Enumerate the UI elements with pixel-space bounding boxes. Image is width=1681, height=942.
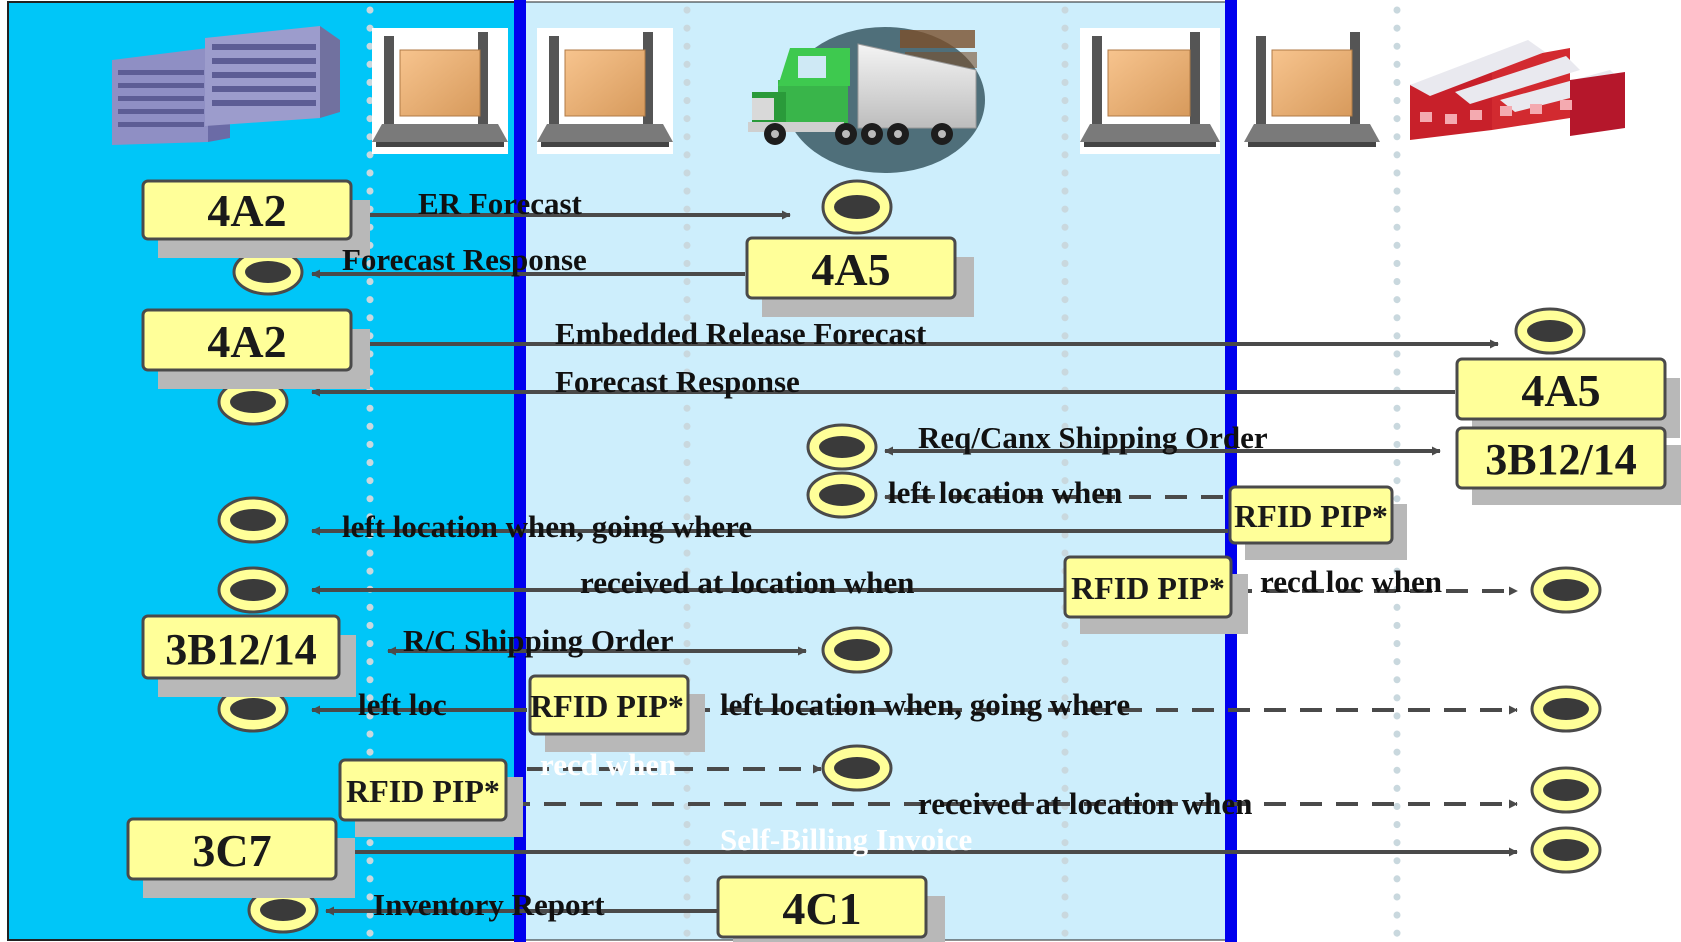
- pip-box-3b12-right: 3B12/14: [1455, 426, 1681, 505]
- pip-label: RFID PIP*: [1234, 498, 1388, 534]
- pallet-scanner-icon: [372, 28, 508, 154]
- pip-label: 3B12/14: [165, 625, 317, 674]
- endpoints: [217, 179, 1602, 934]
- pallet-scanner-icon: [1244, 28, 1380, 154]
- label-recd-when: recd when: [540, 747, 676, 782]
- endpoint-oval: [806, 471, 878, 519]
- label-left-location-when: left location when: [888, 475, 1122, 510]
- message-arrows: [311, 210, 1518, 916]
- endpoint-oval: [217, 496, 289, 544]
- endpoint-oval: [806, 423, 878, 471]
- label-received-at-location-2: received at location when: [918, 786, 1252, 821]
- endpoint-oval: [821, 179, 893, 235]
- label-inventory-report: Inventory Report: [373, 887, 605, 922]
- label-received-at-location-1: received at location when: [580, 565, 914, 600]
- pip-label: 4C1: [782, 883, 861, 934]
- truck-icon: [748, 27, 985, 173]
- factory-icon: [1410, 40, 1625, 140]
- endpoint-oval: [217, 566, 289, 614]
- pip-label: 4A2: [207, 185, 286, 236]
- pip-box-4a2-top: 4A2: [141, 179, 370, 258]
- label-self-billing-invoice: Self-Billing Invoice: [720, 822, 972, 857]
- label-left-location-going-where-1: left location when, going where: [342, 509, 752, 544]
- label-forecast-response-2: Forecast Response: [555, 364, 800, 399]
- label-rc-shipping-order: R/C Shipping Order: [403, 623, 674, 658]
- endpoint-oval: [217, 685, 289, 733]
- pip-label: 4A5: [811, 244, 890, 295]
- pip-box-rfid-left: RFID PIP*: [338, 758, 523, 837]
- pip-box-3c7: 3C7: [126, 817, 355, 898]
- pallet-scanner-icon: [1080, 28, 1220, 154]
- pip-box-4c1: 4C1: [716, 875, 945, 942]
- endpoint-oval: [1530, 566, 1602, 614]
- label-req-canx-shipping-order: Req/Canx Shipping Order: [918, 420, 1268, 455]
- pip-box-4a2-mid: 4A2: [141, 308, 370, 389]
- pip-box-rfid-mid-left: RFID PIP*: [528, 674, 705, 752]
- endpoint-oval: [821, 744, 893, 792]
- pip-box-4a5-top: 4A5: [745, 236, 974, 317]
- pip-label: RFID PIP*: [346, 773, 500, 809]
- office-buildings-icon: [112, 26, 340, 145]
- pip-label: 3C7: [192, 825, 271, 876]
- pip-box-3b12-left: 3B12/14: [141, 614, 356, 697]
- endpoint-oval: [1514, 307, 1586, 355]
- label-recd-loc-when: recd loc when: [1260, 564, 1442, 599]
- pip-label: 4A2: [207, 316, 286, 367]
- partition-line-right: [1225, 0, 1237, 942]
- label-left-loc: left loc: [358, 687, 447, 722]
- pip-label: RFID PIP*: [530, 688, 684, 724]
- pip-box-4a5-right: 4A5: [1455, 357, 1680, 438]
- endpoint-oval: [821, 626, 893, 674]
- label-er-forecast: ER Forecast: [418, 186, 583, 221]
- endpoint-oval: [232, 248, 304, 296]
- label-embedded-release-forecast: Embedded Release Forecast: [555, 316, 927, 351]
- pip-label: RFID PIP*: [1071, 570, 1225, 606]
- endpoint-oval: [247, 886, 319, 934]
- pip-box-rfid-center: RFID PIP*: [1063, 555, 1248, 634]
- endpoint-oval: [1530, 685, 1602, 733]
- pip-label: 4A5: [1521, 365, 1600, 416]
- endpoint-oval: [1530, 766, 1602, 814]
- label-left-location-going-where-2: left location when, going where: [720, 687, 1130, 722]
- endpoint-oval: [1530, 826, 1602, 874]
- pip-label: 3B12/14: [1485, 435, 1637, 484]
- message-labels: ER Forecast Forecast Response Embedded R…: [342, 186, 1442, 922]
- pip-box-rfid-right: RFID PIP*: [1228, 485, 1407, 560]
- partition-line-left: [514, 0, 526, 942]
- label-forecast-response-1: Forecast Response: [342, 242, 587, 277]
- pallet-scanner-icon: [537, 28, 673, 154]
